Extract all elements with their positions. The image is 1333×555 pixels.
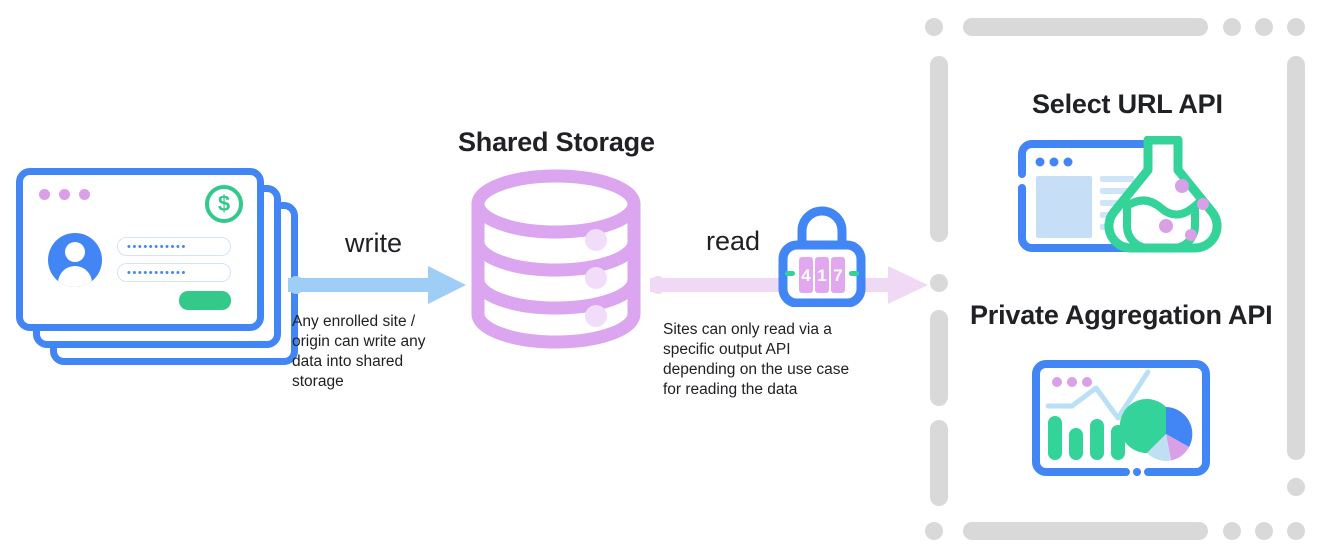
frame-dash-top-4 <box>1255 18 1273 36</box>
frame-dash-bottom-3 <box>1223 522 1241 540</box>
source-browser-stack: $ ••••••••••• ••••••••••• <box>16 168 306 368</box>
frame-dash-bottom-4 <box>1255 522 1273 540</box>
frame-dash-bottom-1 <box>925 522 943 540</box>
avatar <box>48 233 102 287</box>
bar-series <box>1048 416 1125 460</box>
avatar-body-icon <box>58 266 92 287</box>
avatar-head-icon <box>65 242 85 262</box>
private-aggregation-api-title: Private Aggregation API <box>970 300 1273 330</box>
frame-dash-bottom-2 <box>963 522 1208 540</box>
username-field-value: ••••••••••• <box>127 240 187 253</box>
frame-dash-left-2 <box>930 274 948 292</box>
write-arrow-icon <box>288 266 466 304</box>
write-caption: Any enrolled site / origin can write any… <box>292 313 426 390</box>
window-dot-1-icon <box>39 189 50 200</box>
output-apis-frame <box>925 12 1315 544</box>
submit-button[interactable] <box>179 291 231 310</box>
frame-dash-bottom-5 <box>1287 522 1305 540</box>
select-url-api-title: Select URL API <box>1032 89 1223 119</box>
password-field-value: ••••••••••• <box>127 266 187 279</box>
username-field[interactable]: ••••••••••• <box>117 237 231 256</box>
frame-dash-top-3 <box>1223 18 1241 36</box>
frame-dash-top-5 <box>1287 18 1305 36</box>
frame-dash-top-2 <box>963 18 1208 36</box>
frame-dash-top-1 <box>925 18 943 36</box>
pie-series <box>1119 399 1193 461</box>
lock-digit-1: 4 <box>801 266 811 285</box>
read-label: read <box>706 226 761 256</box>
dashboard-charts-icon <box>1032 360 1210 476</box>
window-dots <box>39 189 90 200</box>
frame-dash-right-1 <box>1287 56 1305 460</box>
dollar-symbol: $ <box>217 191 231 216</box>
lock-digit-3: 7 <box>833 266 842 285</box>
password-field[interactable]: ••••••••••• <box>117 263 231 282</box>
dollar-coin-icon: $ <box>205 185 243 223</box>
window-dot-2-icon <box>59 189 70 200</box>
browser-flask-icon <box>1018 136 1222 253</box>
database-cylinder-icon <box>471 169 641 349</box>
frame-dash-left-4 <box>930 420 948 506</box>
read-caption: Sites can only read via a specific outpu… <box>663 321 850 398</box>
line-series <box>1045 369 1151 421</box>
lock-digit-2: 1 <box>817 266 826 285</box>
page-title: Shared Storage <box>458 127 655 157</box>
write-label: write <box>345 228 403 258</box>
padlock-icon: 4 1 7 <box>778 206 866 307</box>
browser-card-front: $ ••••••••••• ••••••••••• <box>16 168 264 331</box>
frame-dash-left-1 <box>930 56 948 242</box>
frame-dash-right-2 <box>1287 478 1305 496</box>
frame-dash-left-3 <box>930 310 948 406</box>
window-dot-3-icon <box>79 189 90 200</box>
